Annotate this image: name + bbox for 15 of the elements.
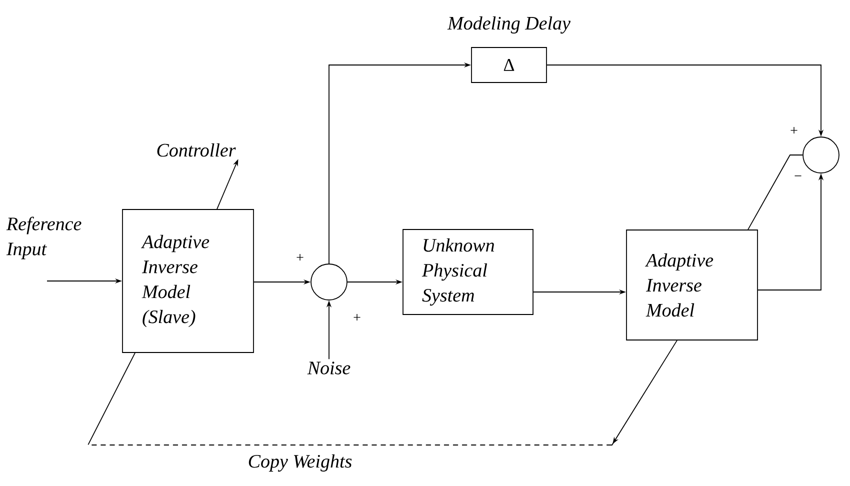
edge-label: Copy Weights (246, 453, 354, 473)
sign-label: + (354, 314, 360, 321)
output-label: Controller (157, 143, 236, 157)
block-box: Adaptive Inverse Model (Slave) (122, 209, 254, 353)
arrow (87, 340, 678, 446)
block-box: Unknown Physical System (402, 229, 534, 315)
sign-label: + (296, 254, 304, 261)
input-label: Reference Input (6, 216, 82, 260)
block-box: Adaptive Inverse Model (626, 230, 758, 340)
delay-box: Δ (471, 47, 547, 83)
input-label: Noise (307, 362, 350, 374)
summing-junction (310, 264, 348, 300)
sign-label: + (790, 127, 798, 134)
node-caption: Modeling Delay (447, 16, 570, 34)
summing-junction (802, 136, 840, 174)
